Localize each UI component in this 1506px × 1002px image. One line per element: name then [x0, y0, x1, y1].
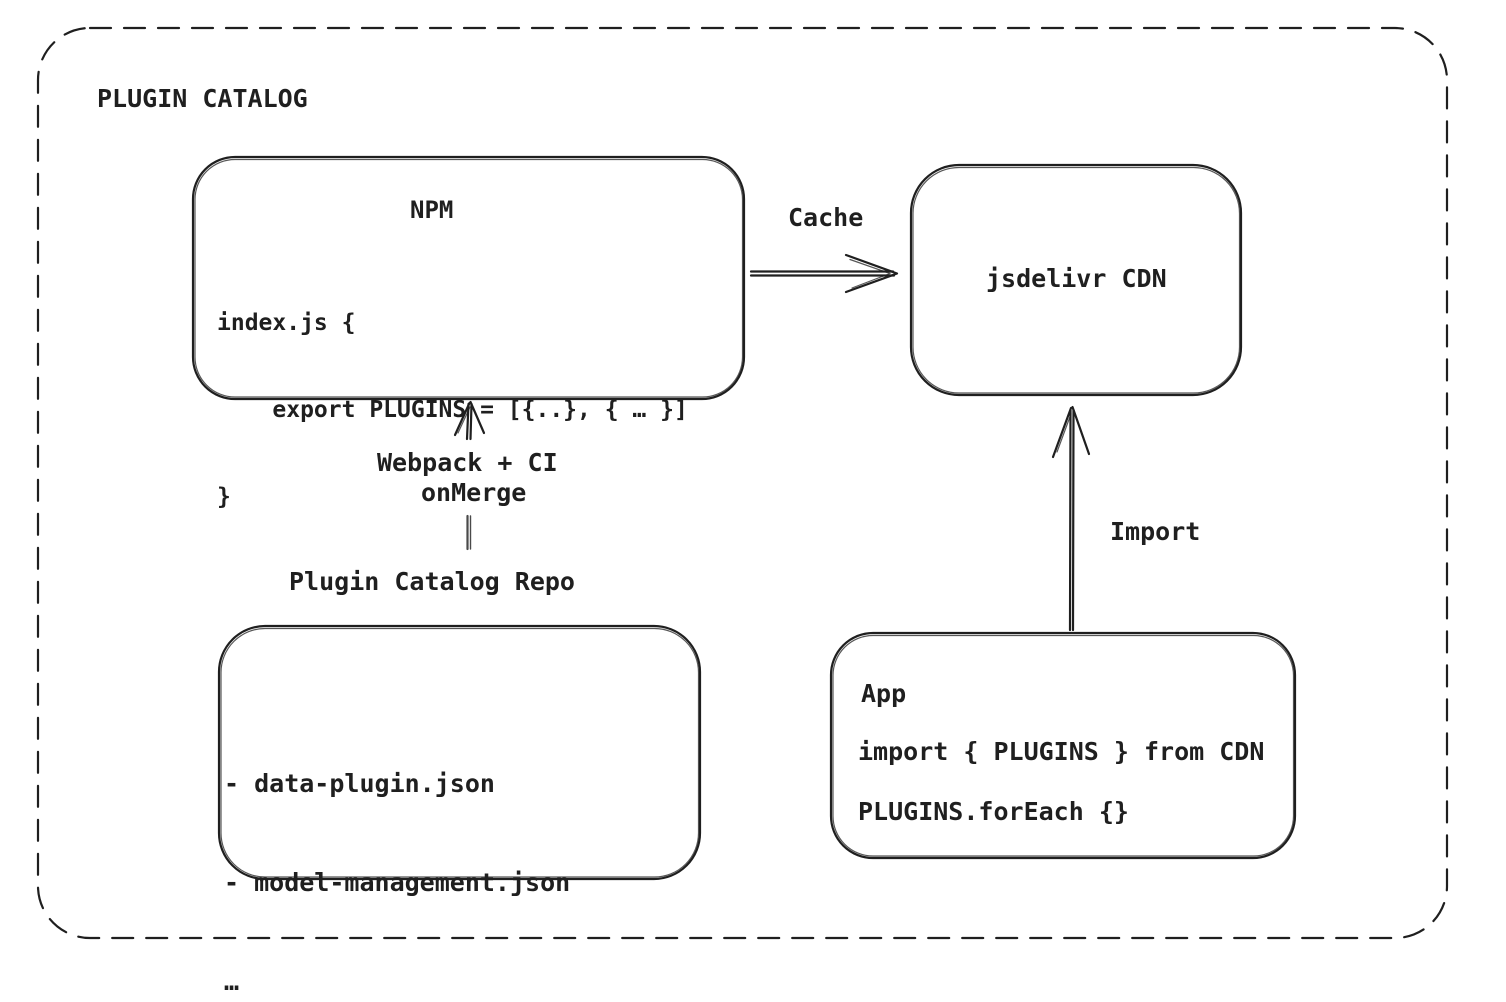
cdn-box — [909, 163, 1243, 397]
build-arrow — [453, 400, 486, 441]
repo-file-item: - data-plugin.json — [224, 769, 495, 798]
catalog-boundary-box — [36, 26, 1449, 940]
npm-code-block: index.js { export PLUGINS = [{..}, { … }… — [217, 251, 688, 570]
repo-box — [217, 624, 702, 881]
build-arrow-label-line2: onMerge — [421, 478, 527, 507]
npm-code-line: index.js { — [217, 310, 356, 336]
cdn-box-label: jsdelivr CDN — [986, 264, 1167, 293]
app-box-title: App — [861, 679, 907, 708]
app-code-line: PLUGINS.forEach {} — [858, 797, 1129, 826]
repo-file-item: - model-management.json — [224, 868, 571, 897]
app-box — [829, 631, 1297, 860]
build-connector-line — [466, 514, 472, 551]
npm-box-title: NPM — [410, 196, 454, 224]
repo-heading: Plugin Catalog Repo — [289, 567, 575, 596]
repo-file-list: - data-plugin.json - model-management.js… — [224, 701, 570, 1002]
cache-arrow-label: Cache — [788, 203, 864, 232]
app-code-line: import { PLUGINS } from CDN — [858, 737, 1265, 766]
repo-file-item: … — [224, 967, 240, 996]
cache-arrow — [749, 253, 899, 294]
build-arrow-label-line1: Webpack + CI — [377, 448, 558, 477]
import-arrow — [1051, 405, 1091, 632]
npm-box — [191, 155, 746, 401]
npm-code-line: export PLUGINS = [{..}, { … }] — [217, 397, 688, 423]
npm-code-line: } — [217, 484, 231, 510]
diagram-title: PLUGIN CATALOG — [97, 84, 308, 113]
import-arrow-label: Import — [1110, 517, 1201, 546]
